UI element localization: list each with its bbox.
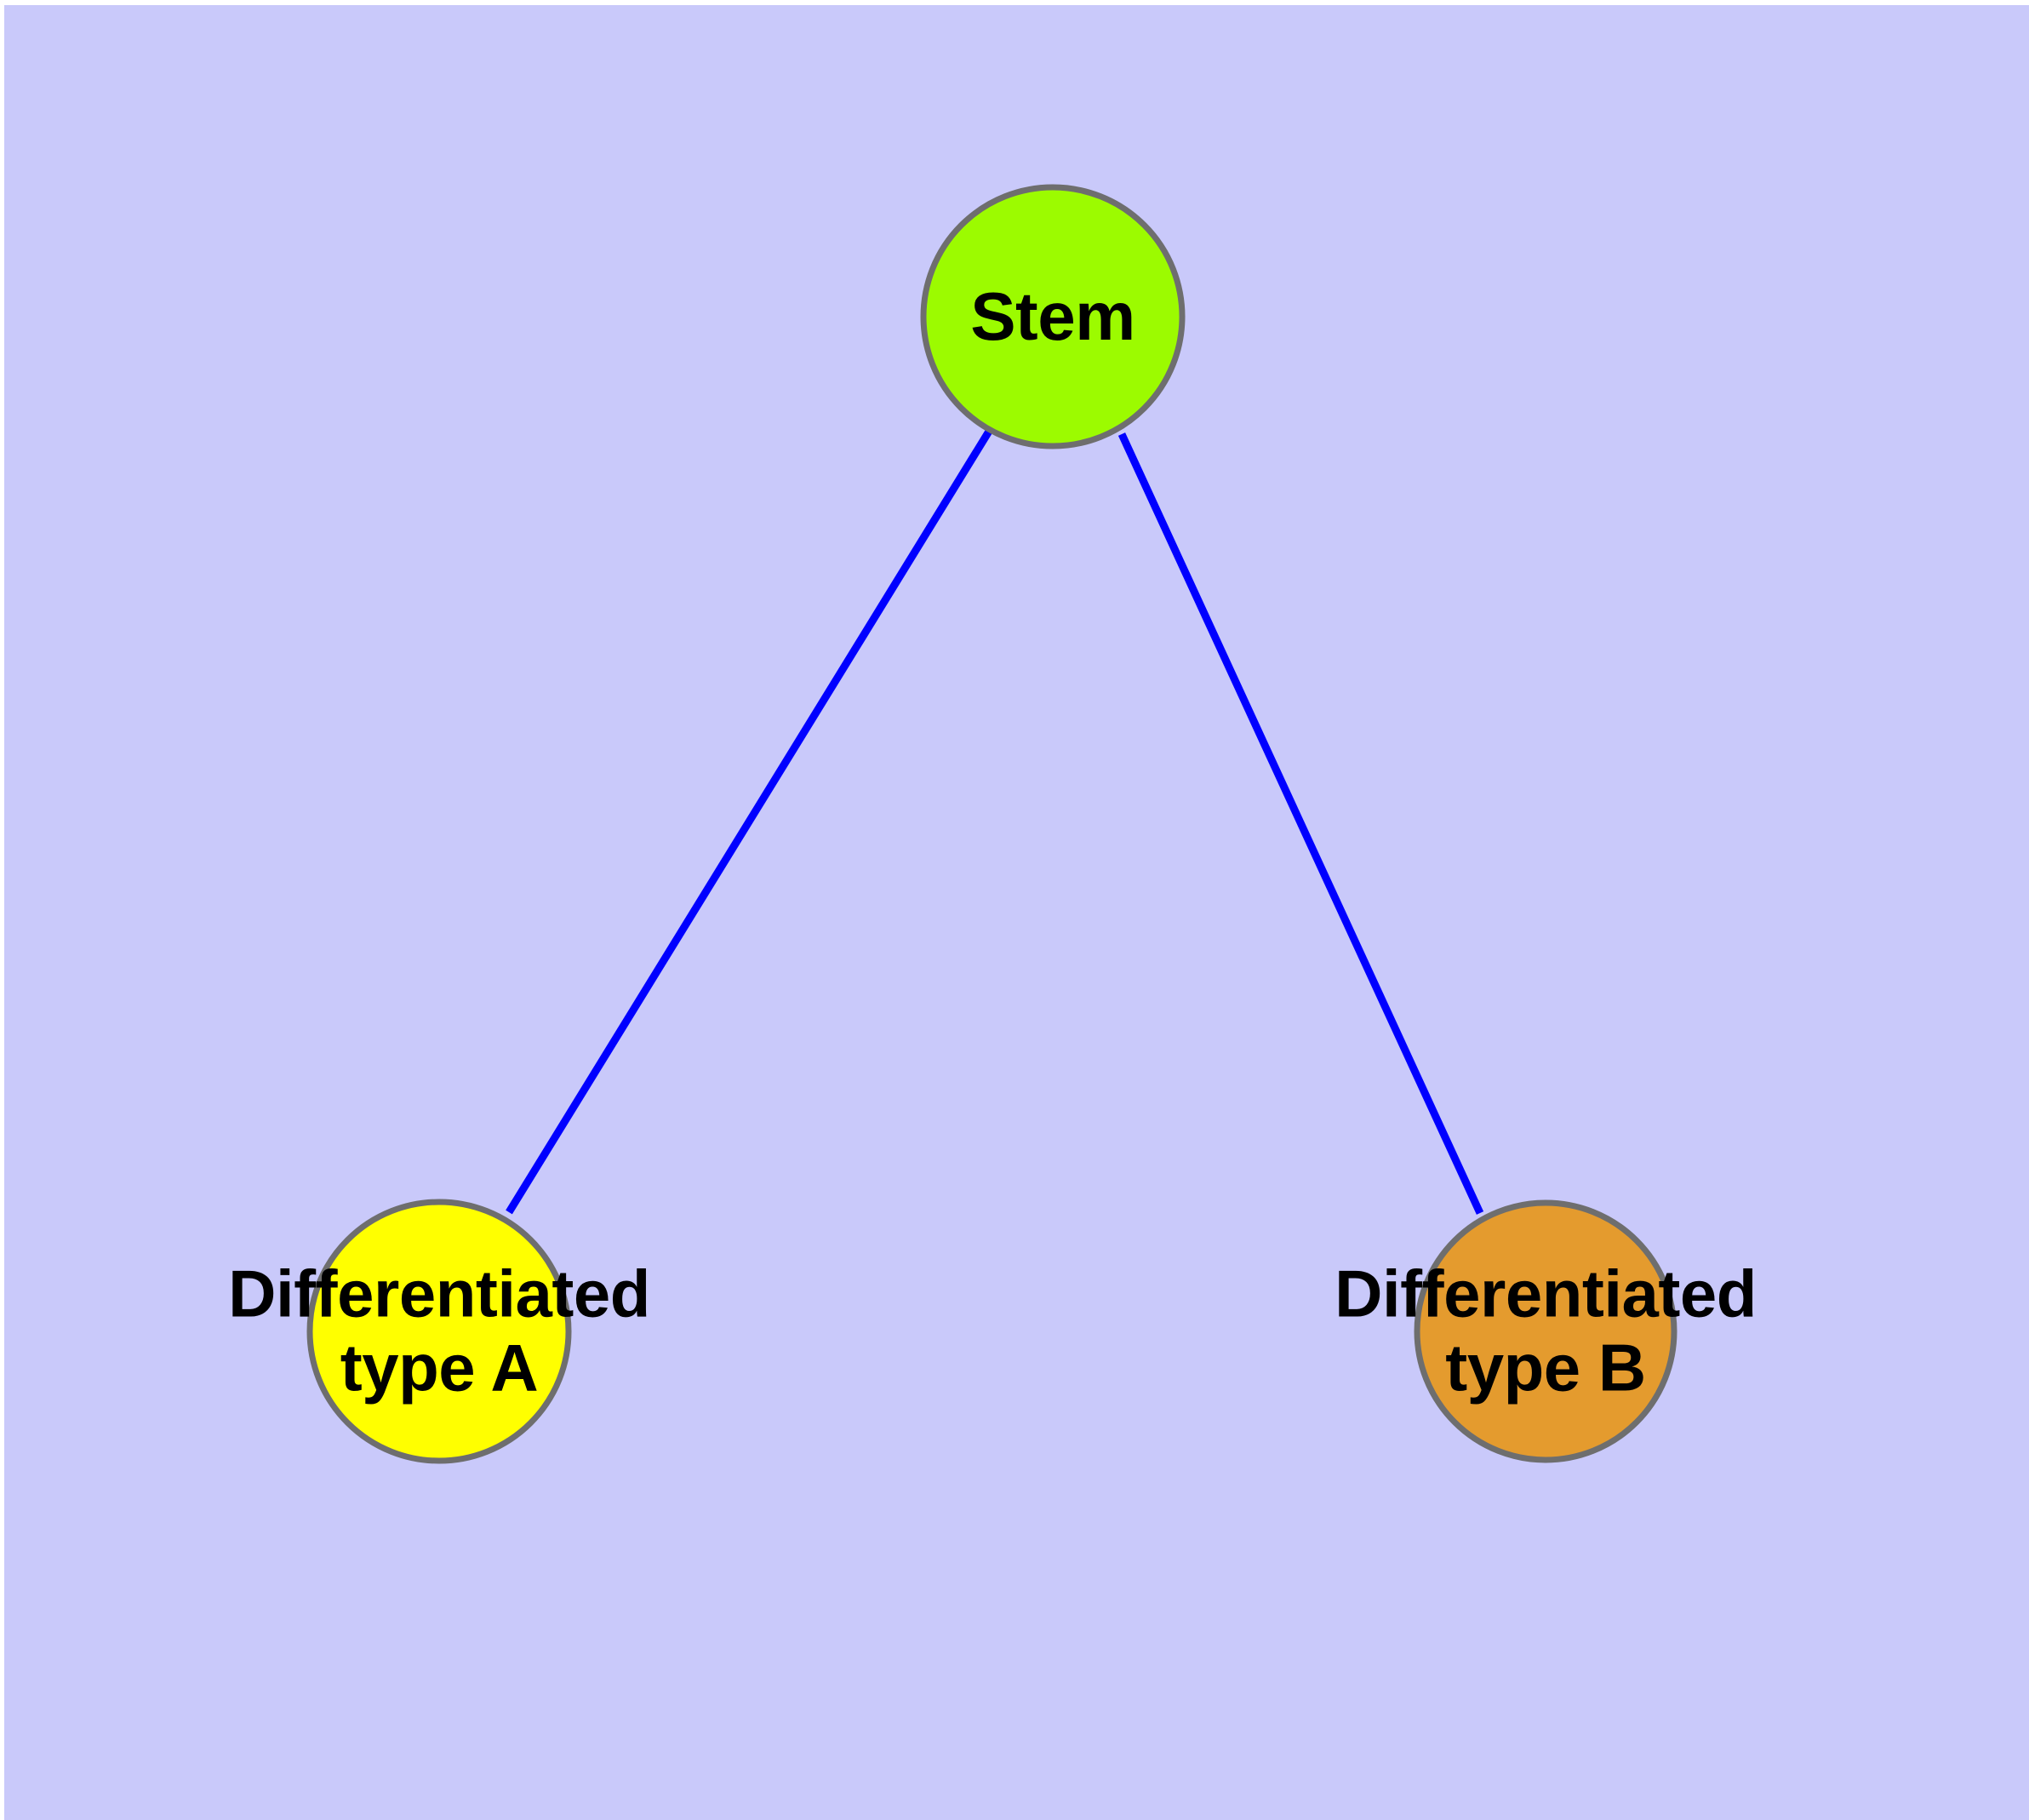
edge-layer — [506, 427, 1484, 1215]
graph-node-diff_a[interactable] — [306, 1199, 572, 1464]
graph-node-stem[interactable] — [920, 184, 1186, 449]
graph-edge-stem-diff_b[interactable] — [1117, 432, 1484, 1215]
graph-node-diff_b[interactable] — [1414, 1199, 1677, 1463]
graph-edge-stem-diff_a[interactable] — [506, 427, 993, 1215]
node-layer — [306, 184, 1677, 1464]
